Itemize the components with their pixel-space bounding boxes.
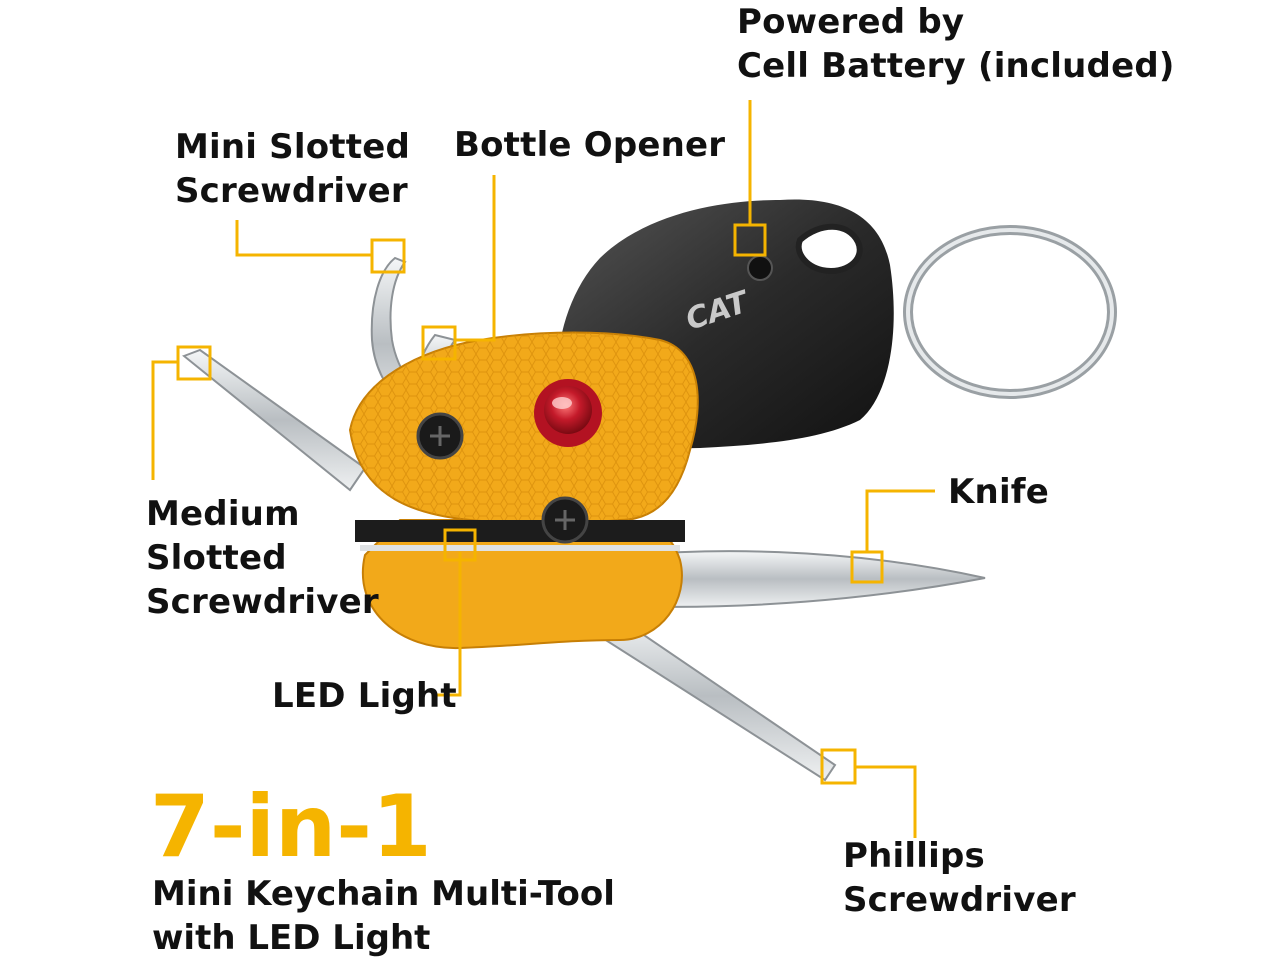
label-bottle-opener: Bottle Opener [454, 123, 725, 167]
label-phillips: Phillips Screwdriver [843, 834, 1076, 922]
label-knife: Knife [948, 470, 1049, 514]
label-battery-line1: Powered by [737, 2, 965, 42]
label-medium-slotted-line1: Medium [146, 494, 300, 534]
label-knife-line1: Knife [948, 472, 1050, 512]
label-mini-slotted-line2: Screwdriver [175, 171, 408, 211]
label-phillips-line1: Phillips [843, 836, 985, 876]
label-medium-slotted-line2: Slotted [146, 538, 287, 578]
callout-line-phillips [820, 748, 917, 838]
screw-icon [416, 412, 464, 460]
label-led-line1: LED Light [272, 676, 457, 716]
callout-line-battery [733, 100, 767, 257]
product-subtitle-line2: with LED Light [152, 918, 431, 958]
label-mini-slotted-line1: Mini Slotted [175, 127, 410, 167]
product-subtitle-line1: Mini Keychain Multi-Tool [152, 874, 615, 914]
product-headline: 7-in-1 [150, 777, 432, 877]
callout-line-mini-slotted [235, 220, 406, 274]
label-battery: Powered by Cell Battery (included) [737, 0, 1175, 88]
callout-line-led [435, 528, 477, 697]
label-medium-slotted: Medium Slotted Screwdriver [146, 492, 379, 624]
label-phillips-line2: Screwdriver [843, 880, 1076, 920]
label-mini-slotted: Mini Slotted Screwdriver [175, 125, 410, 213]
product-subtitle: Mini Keychain Multi-Tool with LED Light [152, 872, 615, 960]
screw-icon [541, 496, 589, 544]
callout-line-medium-slotted [151, 345, 212, 480]
callout-line-knife [850, 489, 935, 584]
knife-blade [593, 550, 986, 608]
label-medium-slotted-line3: Screwdriver [146, 582, 379, 622]
label-bottle-opener-line1: Bottle Opener [454, 125, 726, 165]
led-button [534, 379, 602, 447]
label-battery-line2: Cell Battery (included) [737, 46, 1175, 86]
yellow-body [348, 331, 699, 650]
label-led: LED Light [272, 674, 457, 718]
callout-line-bottle-opener [421, 175, 496, 361]
key-ring [903, 225, 1117, 399]
